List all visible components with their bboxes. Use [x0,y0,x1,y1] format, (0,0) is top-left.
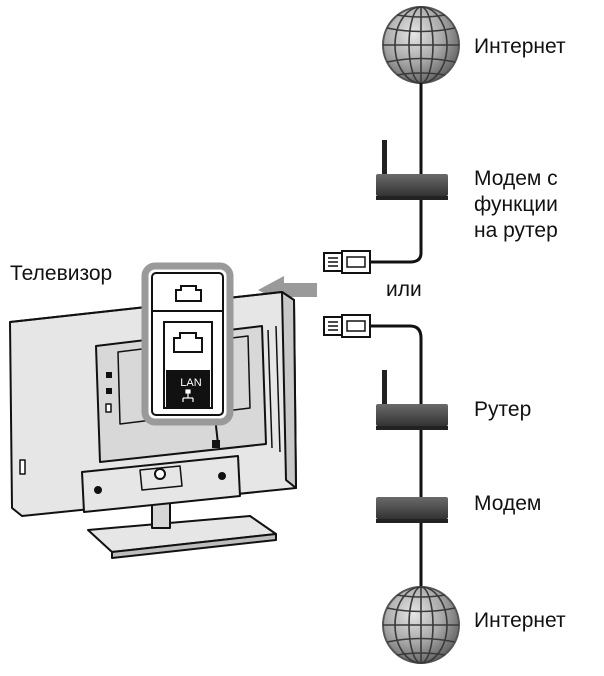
tv-label: Телевизор [10,262,113,285]
modem-router-label: Модем с функции на рутер [474,166,558,244]
lan-port-icon [173,332,203,353]
modem-router-device [376,140,448,200]
cable-line [370,324,423,600]
lan-label: LAN [180,377,202,389]
internet-label: Интернет [474,609,566,632]
modem-router-label-line: на рутер [474,219,558,242]
modem-router-label-line: функции [474,193,558,216]
internet-label: Интернет [474,35,566,58]
router-device [376,370,448,430]
cable-plug-icon [323,250,371,274]
globe-icon [382,6,460,84]
lan-port-icon [175,285,202,302]
modem-router-label-line: Модем с [474,167,558,190]
modem-device [376,497,448,523]
router-label: Рутер [474,398,532,421]
lan-port-callout [141,262,234,426]
cable-line [370,200,423,264]
or-label: или [386,278,422,301]
globe-icon [382,586,460,664]
network-icon [182,389,194,402]
modem-label: Модем [474,492,542,515]
cable-plug-icon [323,314,371,338]
